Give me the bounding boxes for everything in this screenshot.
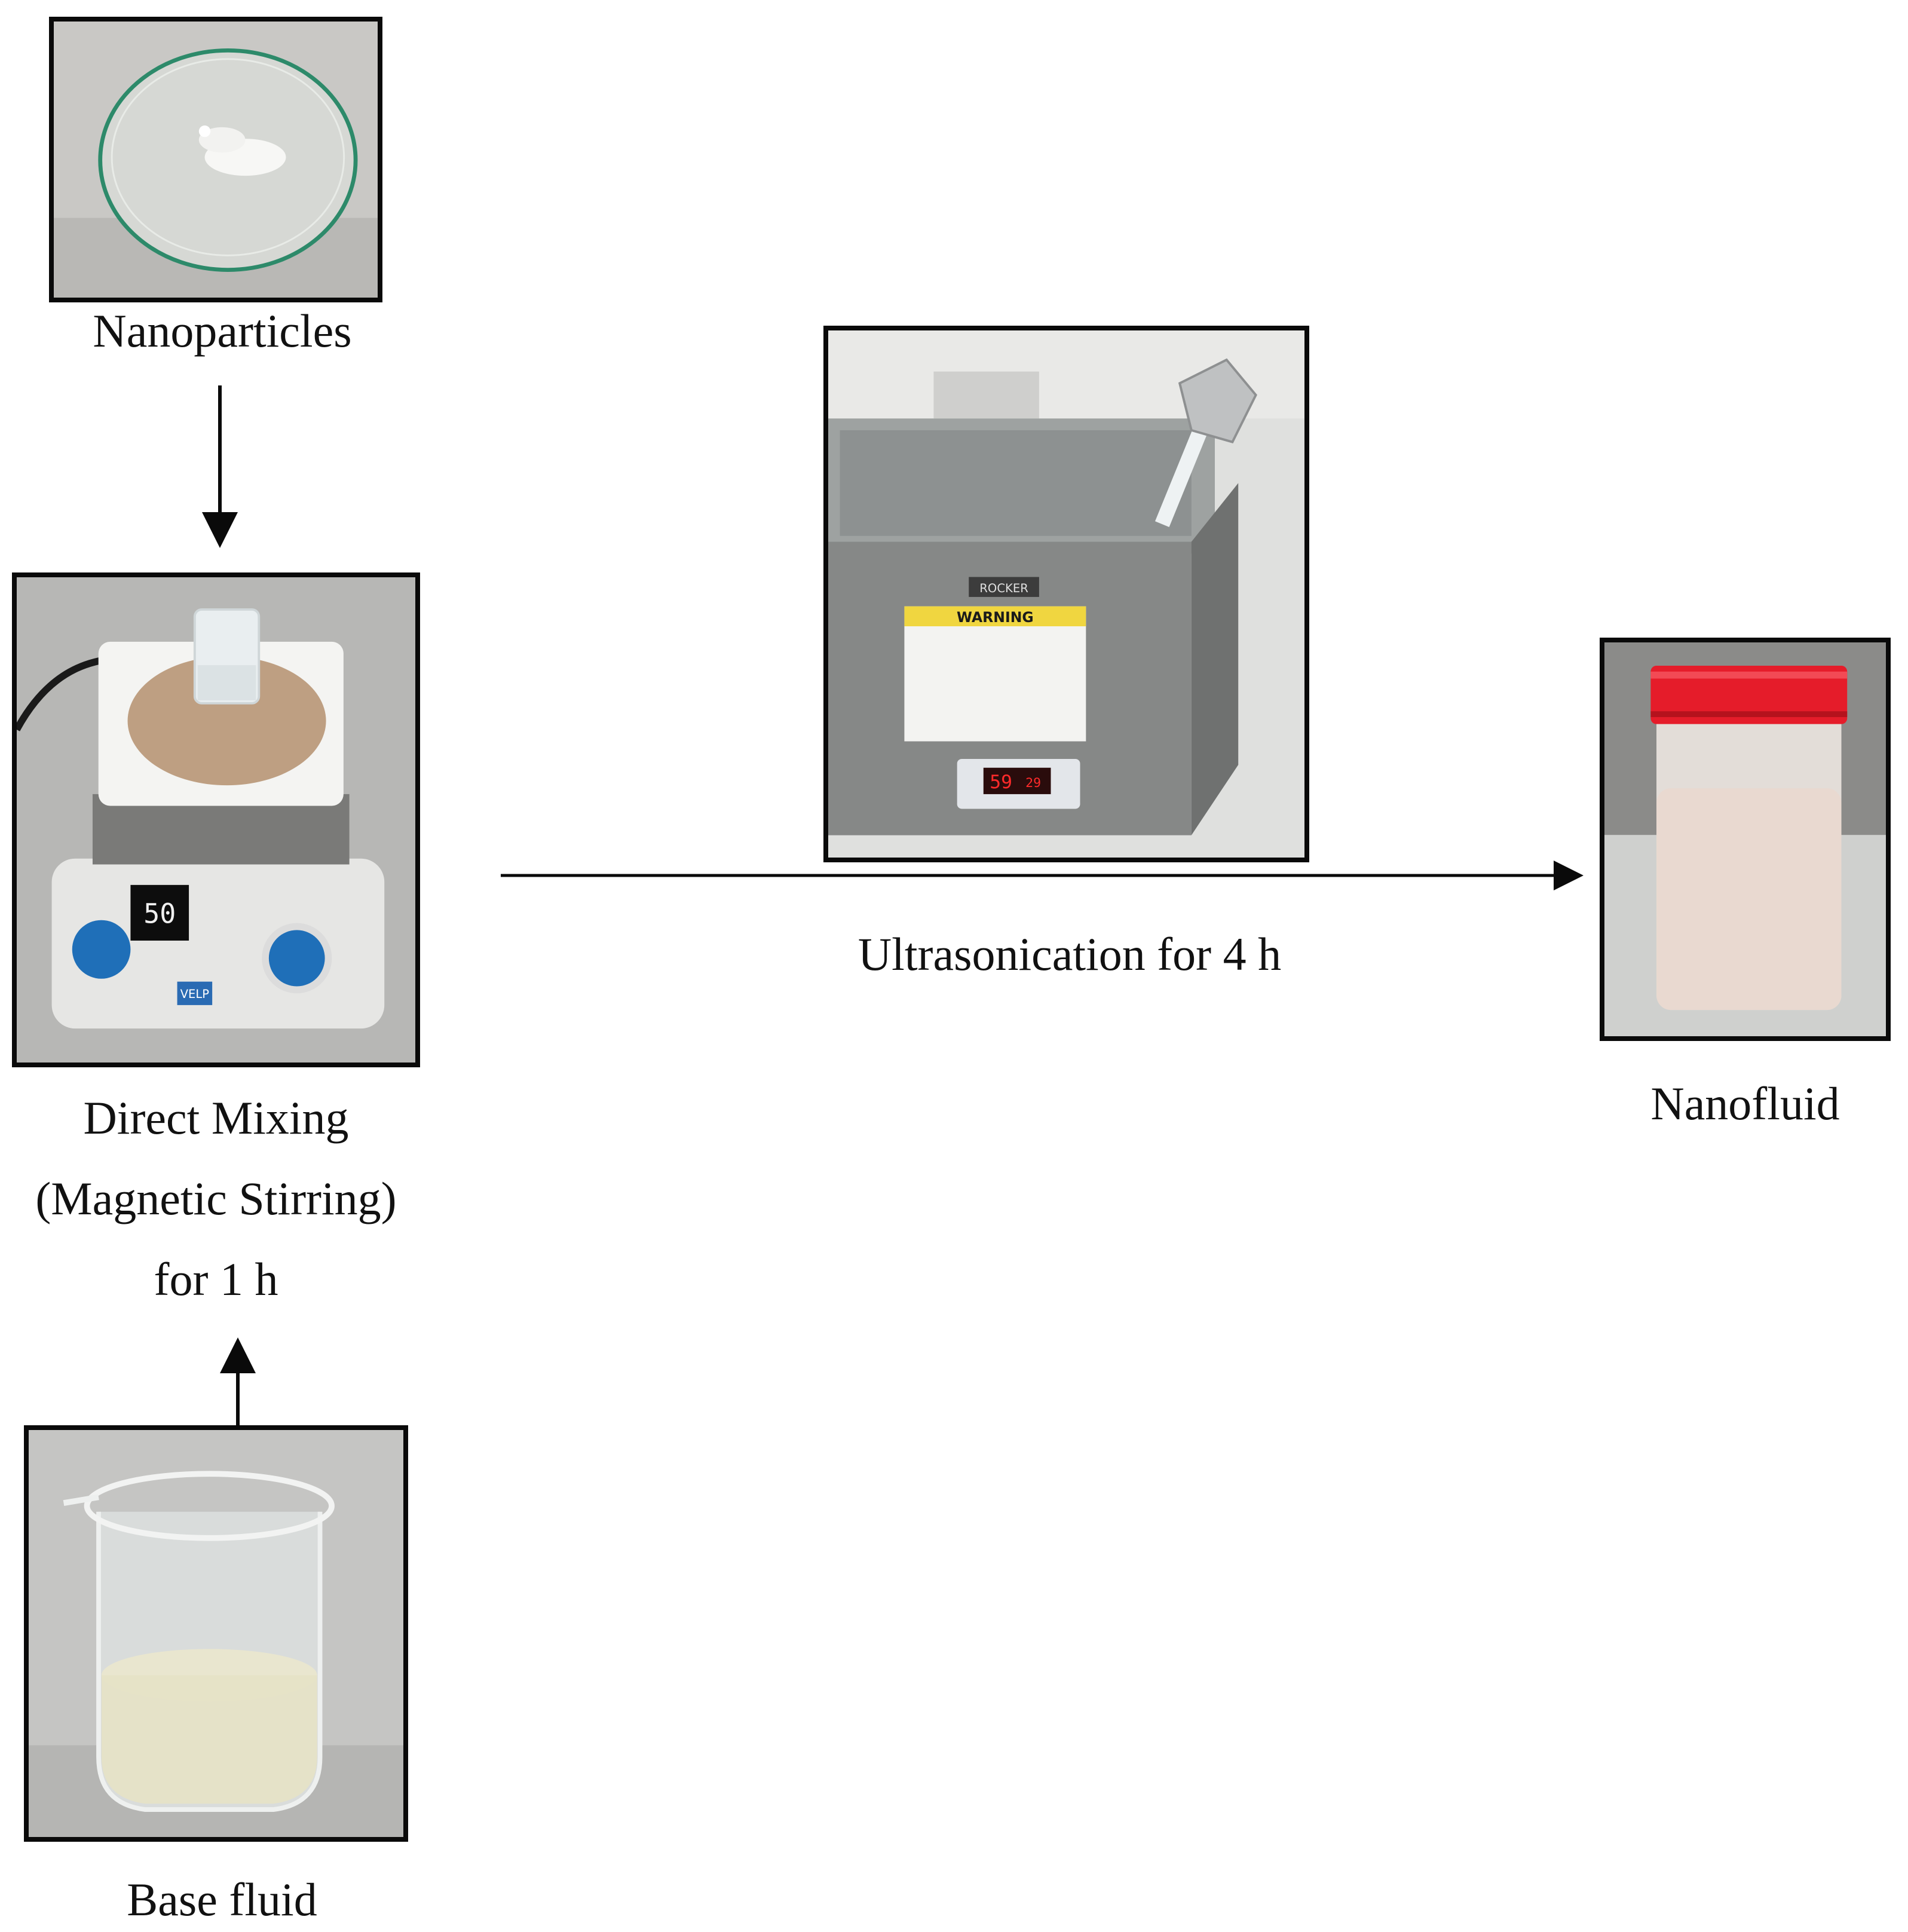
bath-display-right: 29 bbox=[1025, 776, 1041, 791]
ultrasonication-label: Ultrasonication for 4 h bbox=[857, 928, 1282, 980]
direct-mixing-label-line2: (Magnetic Stirring) bbox=[35, 1172, 397, 1224]
direct-mixing-label-line3: for 1 h bbox=[154, 1253, 278, 1305]
direct-mixing-label-line1: Direct Mixing bbox=[83, 1092, 349, 1144]
base-fluid-label: Base fluid bbox=[127, 1873, 317, 1925]
ultrasonic-bath-photo: WARNING ROCKER 59 29 bbox=[823, 326, 1309, 862]
base-fluid-photo bbox=[24, 1425, 408, 1842]
nanoparticles-label: Nanoparticles bbox=[93, 305, 352, 357]
nanofluid-photo bbox=[1600, 638, 1891, 1041]
nanoparticles-photo bbox=[49, 17, 382, 302]
stirrer-display-text: 50 bbox=[143, 898, 176, 930]
bath-brand-text: ROCKER bbox=[979, 581, 1028, 595]
stirrer-brand-text: VELP bbox=[180, 987, 210, 1001]
bath-display-left: 59 bbox=[990, 771, 1012, 793]
bath-warning-text: WARNING bbox=[957, 609, 1034, 626]
magnetic-stirrer-photo: 50 VELP bbox=[12, 572, 420, 1067]
nanofluid-label: Nanofluid bbox=[1650, 1077, 1840, 1129]
